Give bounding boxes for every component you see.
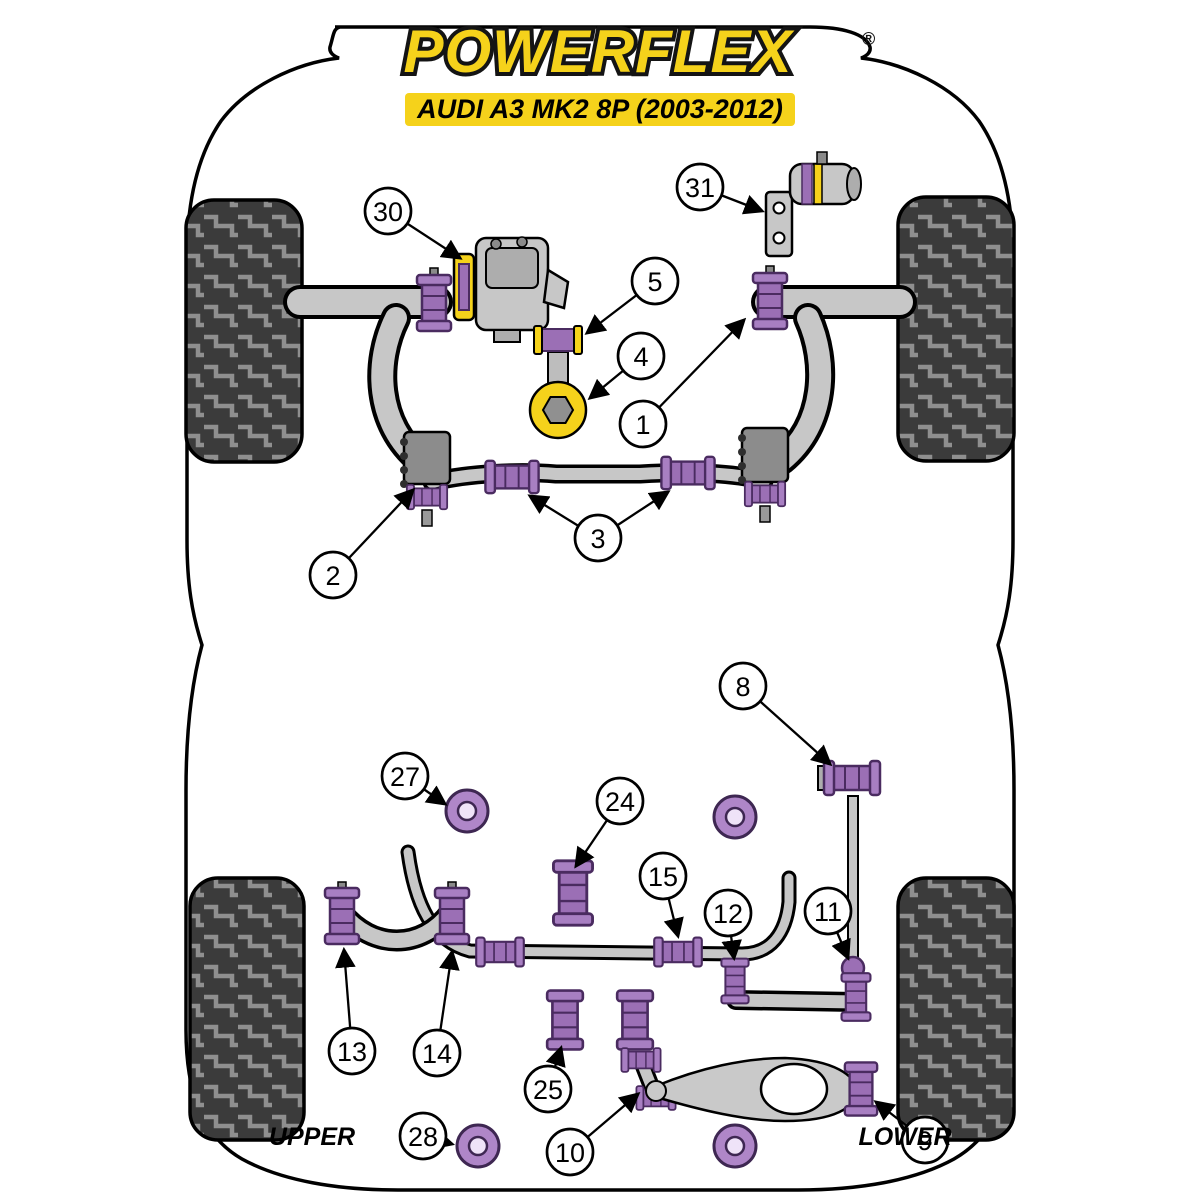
front-right-arb-bracket (738, 426, 790, 523)
lower-arm-outer-bush-icon (842, 973, 871, 1021)
round-bush-28-icon (455, 1123, 501, 1169)
tire-rear-left-icon (188, 876, 306, 1142)
callout-5-label: 5 (647, 267, 662, 297)
front-arb-bush-left-icon (484, 459, 540, 495)
callout-10-label: 10 (555, 1138, 585, 1168)
front-right-arm-bush-icon (753, 273, 787, 329)
callout-30-label: 30 (373, 197, 403, 227)
callout-4-label: 4 (633, 342, 648, 372)
rear-mount-bush-b-icon (617, 991, 653, 1050)
callout-8-label: 8 (735, 672, 750, 702)
front-left-arb-bracket (400, 430, 452, 527)
transmission-mount (764, 151, 862, 258)
round-bush-27b-icon (712, 794, 758, 840)
tie-bar-bush-left-icon (325, 888, 359, 944)
front-suspension (283, 151, 917, 527)
callout-12: 12 (703, 888, 753, 962)
rear-lower-arm (721, 959, 870, 1021)
upper-label: UPPER (269, 1123, 355, 1151)
callout-15-label: 15 (648, 862, 678, 892)
callout-24: 24 (574, 776, 645, 869)
callout-11-label: 11 (814, 897, 842, 927)
callout-15: 15 (638, 851, 688, 940)
tie-bar-bush-right-icon (435, 888, 469, 944)
rear-subframe-bush-icon (553, 861, 592, 925)
front-anti-roll-bar (422, 463, 774, 492)
lower-arm-inner-bush-icon (721, 959, 748, 1004)
front-arb-bush-right-icon (660, 455, 716, 491)
hex-nut-icon (541, 396, 575, 424)
callout-14-label: 14 (422, 1039, 452, 1069)
rear-mount-bush-a-icon (547, 991, 583, 1050)
rear-arb-bush-left-icon (475, 936, 525, 968)
model-highlight (405, 93, 795, 126)
callout-10: 10 (545, 1091, 641, 1177)
rear-upper-tie-bar (325, 881, 469, 952)
rear-anti-roll-bar (400, 844, 797, 962)
tire-rear-right-icon (896, 876, 1016, 1142)
callout-1: 1 (618, 317, 747, 449)
callout-30: 30 (363, 186, 463, 260)
tire-front-right-icon (896, 195, 1016, 463)
callout-4: 4 (587, 331, 666, 400)
callout-25-label: 25 (533, 1075, 563, 1105)
front-left-arm-bush-icon (417, 275, 451, 331)
callout-31-label: 31 (685, 173, 715, 203)
lower-label: LOWER (858, 1123, 951, 1151)
control-arm-outer-bush-icon (845, 1062, 877, 1115)
model-title: AUDI A3 MK2 8P (2003-2012) (416, 94, 783, 124)
link-bush-top-icon (620, 1047, 662, 1073)
rear-arb-bush-right-icon (653, 936, 703, 968)
callout-3: 3 (527, 490, 671, 563)
callout-2-label: 2 (325, 561, 340, 591)
callout-28-label: 28 (408, 1122, 438, 1152)
callout-11: 11 (803, 886, 853, 961)
tire-front-left-icon (184, 198, 304, 464)
callout-14: 14 (412, 948, 462, 1078)
callout-1-label: 1 (635, 410, 650, 440)
dogbone-small-bush-icon (533, 325, 583, 355)
callout-31: 31 (675, 162, 765, 215)
callout-24-label: 24 (605, 787, 635, 817)
front-right-control-arm (751, 285, 917, 475)
callout-9: 9 (873, 1100, 950, 1165)
callout-13-label: 13 (337, 1037, 367, 1067)
callouts: 30 31 5 4 1 2 (308, 162, 950, 1177)
round-bush-27-icon (444, 788, 490, 834)
callout-3-label: 3 (590, 524, 605, 554)
callout-8: 8 (718, 661, 833, 767)
callout-12-label: 12 (713, 899, 743, 929)
header: POWERFLEX ® AUDI A3 MK2 8P (2003-2012) (399, 14, 875, 126)
rear-suspension (325, 759, 882, 1169)
callout-9-label: 9 (917, 1126, 932, 1156)
callout-27-label: 27 (390, 762, 420, 792)
callout-25: 25 (523, 1045, 573, 1114)
callout-28: 28 (398, 1111, 455, 1161)
engine-mount (452, 236, 570, 343)
tires (184, 195, 1016, 1142)
car-body-outline (184, 25, 1016, 1192)
callout-13: 13 (327, 946, 377, 1076)
rear-lower-control-arm (645, 1056, 877, 1123)
registered-trademark: ® (862, 29, 875, 49)
callout-2: 2 (308, 487, 416, 600)
upper-link-bush-icon (822, 759, 882, 797)
callout-27: 27 (380, 751, 448, 806)
lower-engine-mount-dogbone (528, 325, 588, 440)
powerflex-logo: POWERFLEX (403, 18, 795, 85)
round-bush-28b-icon (712, 1123, 758, 1169)
callout-5: 5 (584, 256, 680, 335)
